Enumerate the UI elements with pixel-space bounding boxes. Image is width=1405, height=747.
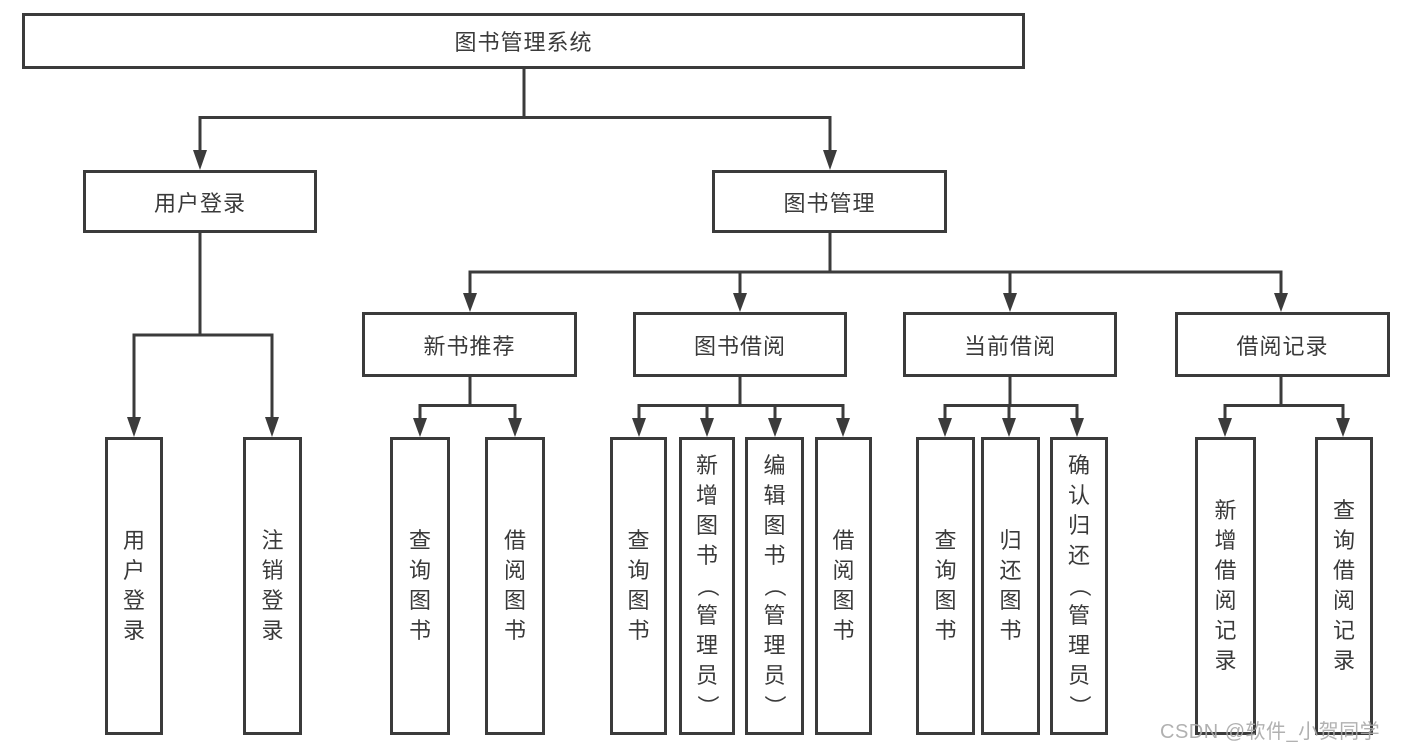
- node-leaf-query-books-current: 查询图书: [916, 437, 975, 735]
- connector-user-login-to-leaves: [127, 233, 279, 437]
- node-leaf-add-book-admin-label: 新增图书（管理员）: [694, 453, 720, 718]
- node-leaf-edit-book-admin: 编辑图书（管理员）: [745, 437, 804, 735]
- node-user-login: 用户登录: [83, 170, 317, 233]
- node-leaf-confirm-return-admin-label: 确认归还（管理员）: [1066, 453, 1092, 718]
- node-leaf-add-borrow-record-label: 新增借阅记录: [1214, 498, 1237, 673]
- node-leaf-query-borrow-record: 查询借阅记录: [1315, 437, 1373, 735]
- node-leaf-query-books-current-label: 查询图书: [934, 528, 957, 643]
- node-leaf-confirm-return-admin: 确认归还（管理员）: [1050, 437, 1108, 735]
- node-leaf-borrow-books-recommend-label: 借阅图书: [503, 528, 526, 643]
- node-root-label: 图书管理系统: [454, 30, 593, 55]
- node-leaf-user-login: 用户登录: [105, 437, 163, 735]
- node-borrow-records: 借阅记录: [1175, 312, 1390, 377]
- node-leaf-query-borrow-record-label: 查询借阅记录: [1332, 498, 1355, 673]
- node-leaf-borrow-books-recommend: 借阅图书: [485, 437, 545, 735]
- node-leaf-borrow-books: 借阅图书: [815, 437, 872, 735]
- node-new-book-recommend-label: 新书推荐: [423, 333, 516, 359]
- node-leaf-logout-label: 注销登录: [261, 528, 284, 643]
- node-leaf-query-books-borrow-label: 查询图书: [627, 528, 650, 643]
- connector-level3-to-leaves: [413, 377, 1350, 437]
- node-leaf-add-book-admin: 新增图书（管理员）: [679, 437, 735, 735]
- node-leaf-return-book: 归还图书: [981, 437, 1040, 735]
- node-book-borrow-label: 图书借阅: [693, 333, 786, 359]
- node-current-borrow-label: 当前借阅: [963, 333, 1056, 359]
- node-book-borrow: 图书借阅: [633, 312, 847, 377]
- node-leaf-logout: 注销登录: [243, 437, 302, 735]
- node-leaf-borrow-books-label: 借阅图书: [832, 528, 855, 643]
- node-leaf-edit-book-admin-label: 编辑图书（管理员）: [762, 453, 788, 718]
- node-root: 图书管理系统: [22, 13, 1025, 69]
- node-leaf-query-books-recommend: 查询图书: [390, 437, 450, 735]
- node-leaf-query-books-recommend-label: 查询图书: [408, 528, 431, 643]
- node-leaf-add-borrow-record: 新增借阅记录: [1195, 437, 1256, 735]
- node-borrow-records-label: 借阅记录: [1236, 333, 1329, 359]
- watermark: CSDN @软件_小贺同学: [1160, 721, 1381, 743]
- node-leaf-query-books-borrow: 查询图书: [610, 437, 667, 735]
- connector-root-to-level2: [193, 69, 837, 170]
- connector-book-management-to-level3: [463, 233, 1288, 312]
- node-new-book-recommend: 新书推荐: [362, 312, 577, 377]
- node-leaf-user-login-label: 用户登录: [122, 528, 145, 643]
- node-current-borrow: 当前借阅: [903, 312, 1117, 377]
- node-book-management-label: 图书管理: [783, 190, 876, 216]
- node-leaf-return-book-label: 归还图书: [999, 528, 1022, 643]
- node-user-login-label: 用户登录: [153, 190, 246, 216]
- node-book-management: 图书管理: [712, 170, 947, 233]
